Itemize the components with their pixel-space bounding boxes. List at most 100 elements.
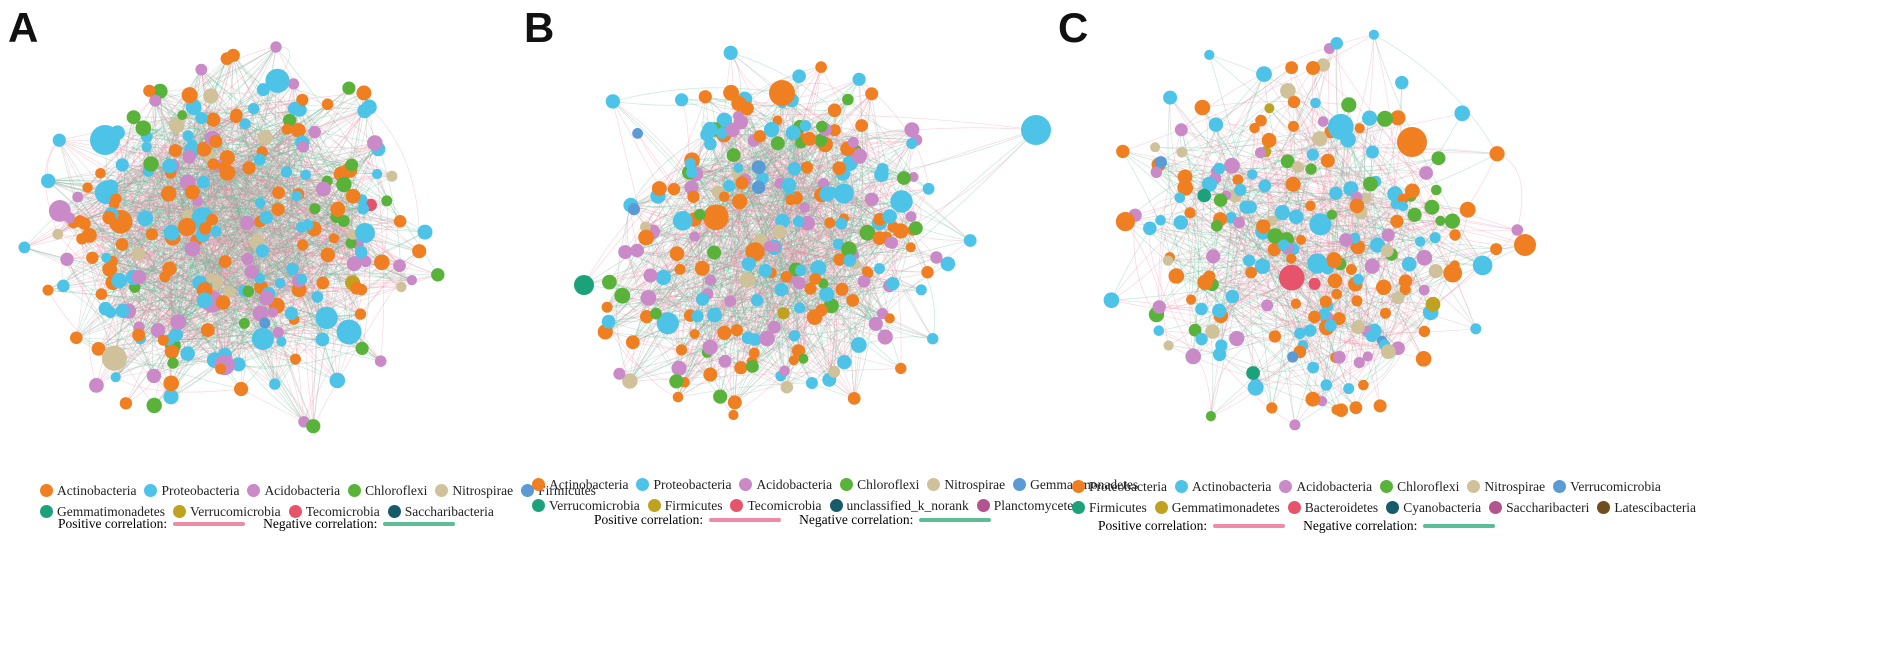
taxon-node: [732, 193, 748, 210]
correlation-edge: [1205, 281, 1476, 330]
correlation-edge: [1125, 197, 1357, 222]
taxon-node: [272, 326, 284, 339]
taxon-node: [1435, 215, 1446, 226]
correlation-edge: [1355, 234, 1456, 408]
taxon-node: [111, 272, 127, 289]
correlation-edge: [179, 287, 357, 322]
legend-label: Proteobacteria: [653, 476, 732, 492]
correlation-edge: [629, 182, 743, 382]
correlation-edge: [75, 91, 161, 338]
correlation-edge: [609, 219, 713, 283]
correlation-edge: [187, 108, 295, 354]
taxon-node: [131, 270, 147, 285]
correlation-edge: [1312, 67, 1371, 185]
correlation-edge: [781, 92, 790, 388]
correlation-edge: [148, 90, 174, 346]
correlation-edge: [153, 338, 264, 377]
correlation-edge: [138, 55, 234, 336]
correlation-edge: [63, 233, 152, 287]
correlation-edge: [791, 99, 971, 241]
taxon-node: [1278, 239, 1290, 251]
legend-item: Proteobacteria: [1072, 479, 1167, 495]
correlation-edge: [632, 312, 784, 343]
taxon-node: [837, 355, 852, 370]
taxon-node: [1358, 379, 1369, 391]
taxon-node: [630, 243, 644, 258]
correlation-edge: [751, 183, 781, 363]
legend-label: Nitrospirae: [1484, 478, 1546, 494]
correlation-edge: [233, 55, 357, 289]
correlation-edge: [1122, 151, 1311, 207]
taxon-node: [1249, 122, 1260, 134]
correlation-edge: [98, 289, 205, 350]
taxon-node: [186, 139, 198, 152]
correlation-edge: [146, 163, 159, 331]
correlation-edge: [187, 167, 287, 183]
correlation-edge: [1185, 187, 1336, 282]
correlation-edge: [244, 123, 316, 209]
taxon-node: [196, 175, 210, 189]
taxon-node: [196, 292, 213, 309]
correlation-edge: [96, 188, 324, 386]
taxon-node: [940, 256, 956, 272]
correlation-edge: [1220, 101, 1295, 201]
correlation-edge: [1156, 138, 1320, 173]
correlation-edge: [104, 139, 252, 272]
taxon-node: [1429, 232, 1441, 244]
taxon-node: [827, 103, 842, 118]
correlation-edge: [231, 55, 261, 314]
taxon-node: [42, 284, 54, 296]
correlation-edge: [786, 285, 890, 388]
correlation-edge: [76, 337, 215, 367]
taxon-node: [57, 279, 70, 293]
taxon-node: [1308, 310, 1321, 324]
correlation-edge: [92, 157, 228, 259]
correlation-edge: [1327, 48, 1357, 408]
correlation-edge: [155, 100, 400, 266]
taxon-node: [181, 87, 198, 104]
correlation-edge: [746, 193, 845, 281]
correlation-edge: [609, 281, 800, 312]
taxon-node: [1326, 209, 1337, 220]
taxon-node: [777, 307, 790, 320]
taxon-node: [163, 389, 179, 405]
taxon-node: [638, 229, 654, 246]
correlation-edge: [243, 87, 350, 324]
taxon-node: [906, 138, 918, 149]
correlation-edge: [115, 222, 248, 378]
legend-label: Acidobacteria: [264, 482, 341, 498]
correlation-edge: [629, 155, 860, 382]
correlation-edge: [265, 129, 288, 218]
taxon-node: [730, 324, 743, 337]
taxon-node: [1197, 188, 1211, 203]
taxon-node: [798, 353, 809, 364]
correlation-edge: [1292, 184, 1406, 282]
taxon-node: [346, 256, 362, 272]
correlation-edge: [212, 138, 379, 150]
correlation-edge: [1300, 239, 1350, 389]
correlation-edge: [281, 208, 364, 342]
correlation-edge: [1154, 147, 1264, 233]
taxon-node: [824, 217, 836, 229]
taxon-node: [832, 161, 847, 175]
correlation-edge: [48, 163, 152, 185]
taxon-node: [195, 63, 208, 76]
taxon-node: [1247, 169, 1258, 180]
correlation-edge: [1159, 306, 1331, 326]
correlation-edge: [655, 285, 890, 314]
taxon-node: [64, 212, 76, 224]
correlation-edge: [24, 247, 170, 270]
taxon-node: [1287, 120, 1299, 132]
taxon-node: [684, 158, 696, 170]
correlation-edge: [803, 130, 837, 359]
correlation-edge: [728, 185, 739, 403]
correlation-edge: [736, 138, 810, 331]
correlation-edge: [740, 148, 848, 368]
correlation-edge: [212, 142, 376, 302]
correlation-edge: [169, 165, 371, 206]
correlation-edge: [754, 120, 778, 340]
legend-swatch: [636, 478, 650, 491]
correlation-edge: [228, 263, 355, 293]
